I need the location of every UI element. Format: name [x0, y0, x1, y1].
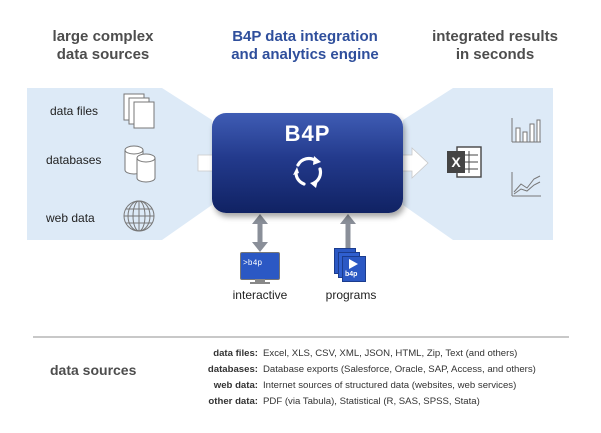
- b4p-engine-box: B4P: [212, 113, 403, 213]
- input-label-databases: databases: [46, 153, 102, 167]
- refresh-cycle-icon: [293, 156, 323, 188]
- line-chart-icon: [511, 172, 541, 197]
- input-label-web-data: web data: [46, 211, 95, 225]
- data-source-row: web data: Internet sources of structured …: [150, 378, 580, 394]
- data-source-key: data files:: [213, 348, 258, 359]
- bar-chart-icon: [511, 118, 541, 143]
- data-source-value: PDF (via Tabula), Statistical (R, SAS, S…: [263, 396, 480, 407]
- interactive-label: interactive: [232, 288, 288, 302]
- data-source-row: data files: Excel, XLS, CSV, XML, JSON, H…: [150, 346, 580, 362]
- data-source-row: other data: PDF (via Tabula), Statistical…: [150, 394, 580, 410]
- section-divider: [33, 336, 569, 338]
- data-source-key: web data:: [213, 380, 258, 391]
- data-sources-title: data sources: [50, 362, 137, 378]
- excel-icon: X: [447, 146, 482, 178]
- terminal-prompt-text: >b4p: [243, 259, 263, 268]
- data-source-row: databases: Database exports (Salesforce, …: [150, 362, 580, 378]
- programs-up-arrow: [340, 214, 356, 248]
- data-source-key: databases:: [207, 364, 258, 375]
- interactive-double-arrow: [252, 214, 268, 252]
- engine-title: B4P: [284, 121, 331, 146]
- documents-icon: [123, 93, 155, 129]
- database-icon: [124, 145, 156, 183]
- data-source-value: Database exports (Salesforce, Oracle, SA…: [263, 364, 536, 375]
- terminal-icon: >b4p: [240, 252, 280, 284]
- scripts-icon: b4p: [334, 248, 368, 282]
- scripts-icon-text: b4p: [345, 271, 358, 278]
- globe-icon: [123, 200, 155, 232]
- svg-text:X: X: [451, 154, 461, 170]
- data-source-key: other data:: [208, 396, 258, 407]
- input-label-data-files: data files: [50, 104, 99, 118]
- data-source-value: Excel, XLS, CSV, XML, JSON, HTML, Zip, T…: [263, 348, 518, 359]
- data-source-value: Internet sources of structured data (web…: [263, 380, 517, 391]
- programs-label: programs: [325, 288, 377, 302]
